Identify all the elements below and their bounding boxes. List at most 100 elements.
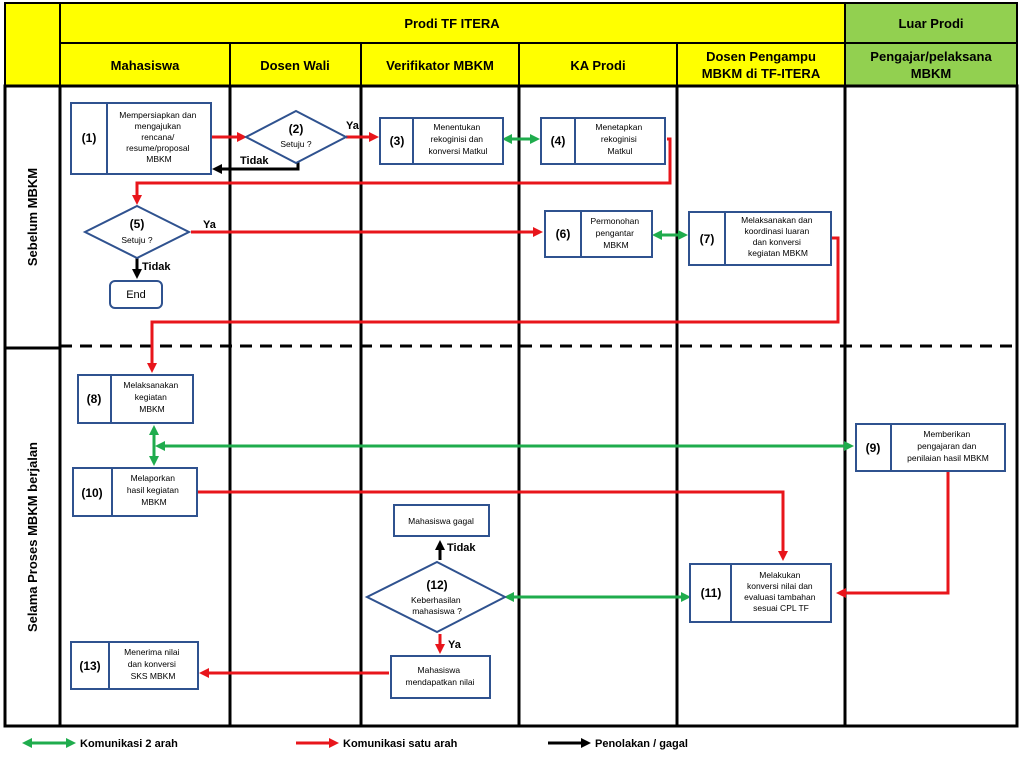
step-4-line: rekoginisi <box>601 134 637 144</box>
mahasiswa-dapat-nilai-box: Mahasiswa mendapatkan nilai <box>390 655 491 699</box>
step-2-number: (2) <box>289 122 304 136</box>
arrow-9-to-11 <box>836 472 950 598</box>
end-terminal: End <box>109 280 163 309</box>
step-9-line: penilaian hasil MBKM <box>907 453 989 463</box>
step-2-question: Setuju ? <box>280 139 311 149</box>
arrow-7-to-8 <box>147 236 840 373</box>
step-1-line: mengajukan <box>135 121 182 131</box>
step-3-number: (3) <box>390 134 405 148</box>
label-ya-step-12: Ya <box>448 639 462 651</box>
step-7-box: (7) Melaksanakan dan koordinasi luaran d… <box>688 211 832 266</box>
step-3-line: konversi Matkul <box>428 146 487 156</box>
step-10-line: Melaporkan <box>131 473 176 483</box>
header-col-ka-prodi: KA Prodi <box>570 58 625 73</box>
step-4-line: Matkul <box>607 146 632 156</box>
step-3-line: Menentukan <box>433 122 480 132</box>
header-col-dosen-wali: Dosen Wali <box>260 58 330 73</box>
label-ya-step-2: Ya <box>346 120 360 132</box>
legend-reject-label: Penolakan / gagal <box>595 738 688 750</box>
step-11-line: konversi nilai dan <box>747 581 813 591</box>
mahasiswa-gagal-box: Mahasiswa gagal <box>393 504 490 537</box>
step-11-box: (11) Melakukan konversi nilai dan evalua… <box>689 563 832 623</box>
step-5-question: Setuju ? <box>121 235 152 245</box>
svg-text:Menetapkan rekoginisi: Menetapkan rekoginisi Matkul <box>595 122 644 156</box>
step-9-box: (9) Memberikan pengajaran dan penilaian … <box>855 423 1006 472</box>
step-13-line: SKS MBKM <box>131 671 176 681</box>
step-10-line: MBKM <box>141 497 167 507</box>
step-8-line: kegiatan <box>135 392 167 402</box>
step-7-line: dan konversi <box>753 237 801 247</box>
step-9-number: (9) <box>866 441 881 455</box>
mahasiswa-gagal-label: Mahasiswa gagal <box>408 516 474 526</box>
header-corner-bg <box>4 2 61 87</box>
step-4-line: Menetapkan <box>595 122 642 132</box>
step-7-line: kegiatan MBKM <box>748 248 808 258</box>
svg-text:Keberhasilan mahasiswa ?: Keberhasilan mahasiswa ? <box>411 595 463 616</box>
step-7-line: Melaksanakan dan <box>741 215 813 225</box>
step-6-box: (6) Permonohan pengantar MBKM <box>544 210 653 258</box>
label-tidak-step-5: Tidak <box>142 261 171 273</box>
svg-text:Mempersiapkan dan mengaj: Mempersiapkan dan mengajukan rencana/ re… <box>119 110 198 164</box>
step-1-number: (1) <box>82 131 97 145</box>
svg-text:Memberikan pengajaran da: Memberikan pengajaran dan penilaian hasi… <box>907 429 989 463</box>
header-group-luar: Luar Prodi <box>898 16 963 31</box>
step-6-line: MBKM <box>603 240 629 250</box>
step-6-number: (6) <box>556 227 571 241</box>
step-8-line: MBKM <box>139 404 165 414</box>
header-col-verifikator: Verifikator MBKM <box>386 58 494 73</box>
step-1-line: MBKM <box>146 154 172 164</box>
step-1-box: (1) Mempersiapkan dan mengajukan rencana… <box>70 102 212 175</box>
header-col-dosen-pengampu-line2: MBKM di TF-ITERA <box>702 66 821 81</box>
step-10-line: hasil kegiatan <box>127 485 179 495</box>
svg-text:Mahasiswa mendapatkan ni: Mahasiswa mendapatkan nilai <box>406 665 475 687</box>
step-11-line: Melakukan <box>759 570 800 580</box>
header-col-pengajar-line1: Pengajar/pelaksana <box>870 49 992 64</box>
header-col-pengajar-bg <box>844 42 1018 87</box>
step-7-number: (7) <box>700 232 715 246</box>
dapat-nilai-line: mendapatkan nilai <box>406 677 475 687</box>
step-13-line: dan konversi <box>128 659 176 669</box>
step-9-line: Memberikan <box>923 429 970 439</box>
step-5-decision: (5) Setuju ? <box>82 204 192 260</box>
arrow-10-to-11 <box>198 490 788 561</box>
label-tidak-step-12: Tidak <box>447 542 476 554</box>
svg-text:Menerima nilai dan konve: Menerima nilai dan konversi SKS MBKM <box>124 647 182 681</box>
step-10-box: (10) Melaporkan hasil kegiatan MBKM <box>72 467 198 517</box>
svg-text:Melakukan konversi nilai: Melakukan konversi nilai dan evaluasi ta… <box>744 570 818 613</box>
header-col-pengajar-line2: MBKM <box>911 66 951 81</box>
step-11-number: (11) <box>701 586 722 600</box>
step-11-line: evaluasi tambahan <box>744 592 816 602</box>
body-frame <box>3 84 1019 728</box>
step-3-line: rekoginisi dan <box>431 134 484 144</box>
svg-text:Menentukan rekoginisi da: Menentukan rekoginisi dan konversi Matku… <box>428 122 487 156</box>
step-12-decision: (12) Keberhasilan mahasiswa ? <box>364 560 508 634</box>
header-group-luar-bg <box>844 2 1018 44</box>
svg-text:Melaksanakan kegiatan: Melaksanakan kegiatan MBKM <box>123 380 180 414</box>
legend-two-way-label: Komunikasi 2 arah <box>80 738 178 750</box>
lane-label-sebelum: Sebelum MBKM <box>25 168 40 266</box>
step-9-line: pengajaran dan <box>917 441 976 451</box>
lane-label-selama: Selama Proses MBKM berjalan <box>25 442 40 632</box>
step-13-box: (13) Menerima nilai dan konversi SKS MBK… <box>70 641 199 690</box>
svg-text:Melaksanakan dan koordin: Melaksanakan dan koordinasi luaran dan k… <box>741 215 815 258</box>
header-col-mahasiswa: Mahasiswa <box>111 58 180 73</box>
step-3-box: (3) Menentukan rekoginisi dan konversi M… <box>379 117 504 165</box>
step-13-number: (13) <box>79 659 100 673</box>
step-12-line: mahasiswa ? <box>412 606 462 616</box>
header-group-itera: Prodi TF ITERA <box>404 16 500 31</box>
step-6-line: pengantar <box>596 228 634 238</box>
step-1-line: rencana/ <box>141 132 175 142</box>
step-12-line: Keberhasilan <box>411 595 461 605</box>
step-4-box: (4) Menetapkan rekoginisi Matkul <box>540 117 666 165</box>
step-13-line: Menerima nilai <box>124 647 179 657</box>
dapat-nilai-line: Mahasiswa <box>418 665 461 675</box>
svg-text:Permonohan pengantar: Permonohan pengantar MBKM <box>590 216 641 250</box>
step-8-line: Melaksanakan <box>123 380 178 390</box>
label-ya-step-5: Ya <box>203 219 217 231</box>
step-8-box: (8) Melaksanakan kegiatan MBKM <box>77 374 194 424</box>
step-12-number: (12) <box>426 578 447 592</box>
step-4-number: (4) <box>551 134 566 148</box>
header-col-ka-prodi-bg <box>518 42 678 87</box>
